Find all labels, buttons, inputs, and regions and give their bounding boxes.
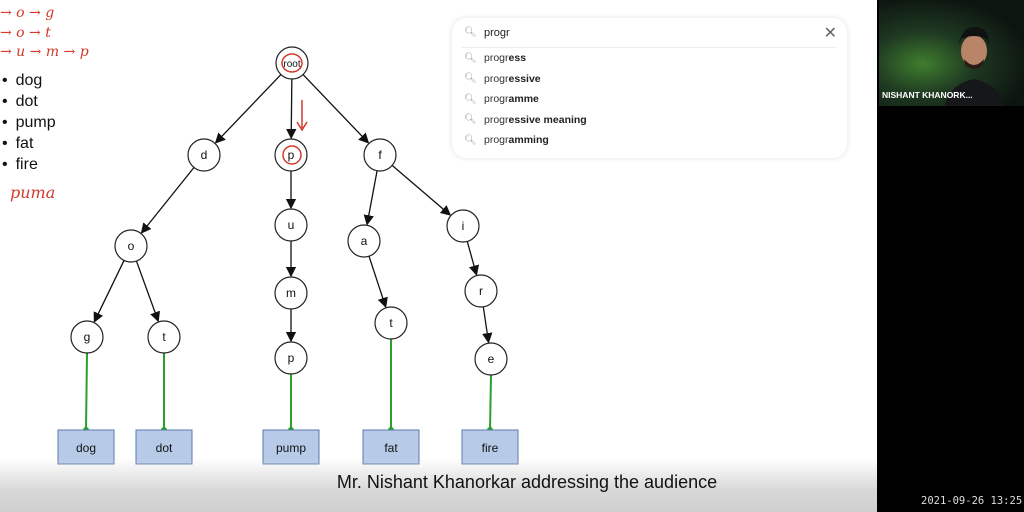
trie-node-p2: p	[274, 341, 308, 375]
word-item: pump	[0, 112, 56, 133]
timestamp: 2021-09-26 13:25	[921, 495, 1023, 507]
participant-name: NISHANT KHANORK...	[882, 90, 973, 100]
suggestion-prefix: progr	[484, 113, 509, 126]
trie-node-t: t	[147, 320, 181, 354]
tree-edge	[391, 164, 452, 216]
trie-node-u: u	[274, 208, 308, 242]
participant-avatar	[944, 27, 1005, 106]
tree-edge	[93, 260, 125, 323]
participant-video: NISHANT KHANORK...	[879, 0, 1024, 106]
search-icon: 🔍︎	[464, 134, 477, 146]
suggestion-completion: amming	[508, 134, 549, 147]
suggestion-completion: essive meaning	[508, 113, 587, 126]
node-label: root	[283, 59, 300, 70]
handwriting-note: puma	[10, 183, 55, 202]
search-icon: 🔍︎	[464, 52, 477, 64]
node-label: r	[479, 284, 483, 298]
tree-edge	[482, 306, 493, 344]
handwriting-line: → o → t	[0, 25, 51, 41]
suggestion-completion: amme	[508, 93, 539, 106]
word-item: fat	[0, 133, 56, 154]
leaf-link	[489, 374, 492, 431]
tree-edge	[140, 167, 195, 234]
clear-icon[interactable]: ✕	[823, 24, 837, 42]
caption: Mr. Nishant Khanorkar addressing the aud…	[336, 472, 718, 492]
suggestion-completion: ess	[508, 52, 527, 65]
trie-node-g: g	[70, 320, 104, 354]
ink-arrow	[296, 100, 308, 132]
trie-node-d: d	[187, 138, 221, 172]
word-item: dot	[0, 91, 56, 112]
leaf-label: dog	[76, 441, 96, 455]
trie-node-r: r	[464, 274, 498, 308]
search-input[interactable]: 🔍︎ progr ✕	[462, 18, 837, 48]
trie-node-a: a	[347, 224, 381, 258]
suggestion-prefix: progr	[484, 72, 509, 85]
suggestion-prefix: progr	[484, 93, 509, 106]
node-label: t	[162, 330, 166, 344]
ink-circle	[282, 145, 302, 165]
trie-node-p: p	[274, 138, 308, 172]
search-icon: 🔍︎	[464, 93, 477, 105]
trie-node-i: i	[446, 209, 480, 243]
node-label: m	[286, 286, 296, 300]
tree-edge	[363, 170, 378, 226]
node-label: i	[462, 219, 465, 233]
ink-circle	[281, 53, 303, 73]
suggestion-completion: essive	[508, 72, 541, 85]
video-sidebar: NISHANT KHANORK... 2021-09-26 13:25	[877, 0, 1024, 512]
trie-node-f: f	[363, 138, 397, 172]
node-label: o	[128, 239, 135, 253]
suggestion-prefix: progr	[484, 134, 509, 147]
search-icon: 🔍︎	[464, 114, 477, 126]
handwriting-line: → o → g	[0, 5, 55, 21]
trie-node-o: o	[114, 229, 148, 263]
tree-edge	[368, 255, 388, 309]
node-label: p	[288, 351, 295, 365]
search-icon: 🔍︎	[464, 27, 477, 38]
node-label: g	[84, 330, 91, 344]
tree-edge	[466, 241, 480, 276]
leaf-link	[85, 352, 88, 431]
word-list: dog dot pump fat fire	[0, 70, 56, 175]
node-label: p	[288, 148, 295, 162]
handwriting-line: → u → m → p	[0, 44, 89, 60]
caption-band	[0, 458, 877, 512]
node-label: e	[488, 352, 495, 366]
search-icon: 🔍︎	[464, 73, 477, 85]
tree-edge	[135, 260, 160, 323]
trie-node-root: root	[275, 46, 309, 80]
node-label: f	[378, 148, 382, 162]
trie-node-t2: t	[374, 306, 408, 340]
node-label: t	[389, 316, 393, 330]
search-query[interactable]: progr	[484, 26, 510, 39]
tree-edge	[286, 78, 297, 140]
leaf-label: dot	[156, 441, 173, 455]
node-label: d	[201, 148, 208, 162]
tree-edge	[302, 74, 370, 144]
suggestion-prefix: progr	[484, 52, 509, 65]
node-label: u	[288, 218, 295, 232]
tree-edge	[214, 74, 282, 144]
leaf-label: fire	[482, 441, 499, 455]
trie-node-m: m	[274, 276, 308, 310]
leaf-label: fat	[384, 441, 398, 455]
word-item: dog	[0, 70, 56, 91]
word-item: fire	[0, 154, 56, 175]
leaf-label: pump	[276, 441, 306, 455]
node-label: a	[361, 234, 368, 248]
trie-node-e: e	[474, 342, 508, 376]
